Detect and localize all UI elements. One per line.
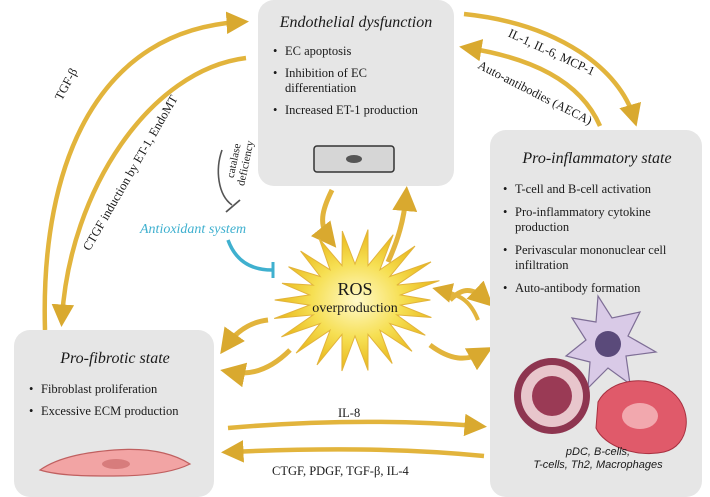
pro-inflammatory-box: Pro-inflammatory state T-cell and B-cell… <box>490 130 702 497</box>
catalase-inhibit-bar <box>225 199 241 213</box>
label-growth-factors: CTGF, PDGF, TGF-β, IL-4 <box>272 464 409 478</box>
list-item: Increased ET-1 production <box>272 103 440 118</box>
arrow-il8 <box>227 413 487 437</box>
list-item: EC apoptosis <box>272 44 440 59</box>
arrow-fibrotic-to-endothelial <box>42 11 249 331</box>
arrow-ros-to-inflammatory-lower <box>428 342 493 371</box>
fibrotic-list: Fibroblast proliferation Excessive ECM p… <box>28 382 202 419</box>
fibrotic-title: Pro-fibrotic state <box>60 350 170 367</box>
list-item: T-cell and B-cell activation <box>502 182 692 197</box>
inflammatory-title: Pro-inflammatory state <box>522 150 672 167</box>
arrow-inflammatory-to-ros <box>432 283 480 321</box>
ros-line-2: overproduction <box>312 301 398 316</box>
inflammatory-list: T-cell and B-cell activation Pro-inflamm… <box>502 182 692 296</box>
caption-line-2: T-cells, Th2, Macrophages <box>533 459 663 471</box>
pro-fibrotic-box: Pro-fibrotic state Fibroblast proliferat… <box>14 330 214 497</box>
arrow-ros-to-endothelial <box>385 186 418 264</box>
arrow-antioxidant-inhibit-ros <box>226 239 273 272</box>
ros-starburst <box>274 229 440 372</box>
ros-line-1: ROS <box>337 279 373 299</box>
arrow-growth-factors <box>221 440 485 463</box>
label-il8: IL-8 <box>338 406 361 420</box>
list-item: Inhibition of EC differentiation <box>272 66 440 96</box>
arrow-endothelial-to-ros <box>310 188 337 248</box>
immune-cells-caption: pDC, B-cells, T-cells, Th2, Macrophages <box>498 446 698 472</box>
caption-line-1: pDC, B-cells, <box>565 446 631 458</box>
arrow-endothelial-to-inflammatory <box>463 11 642 127</box>
endothelial-dysfunction-box: Endothelial dysfunction EC apoptosis Inh… <box>258 0 454 186</box>
list-item: Pro-inflammatory cytokine production <box>502 205 692 235</box>
list-item: Fibroblast proliferation <box>28 382 202 397</box>
endothelial-list: EC apoptosis Inhibition of EC differenti… <box>272 44 440 118</box>
arrow-inflammatory-to-endothelial <box>459 39 603 127</box>
list-item: Excessive ECM production <box>28 404 202 419</box>
arrow-ros-to-fibrotic-upper <box>220 317 269 355</box>
list-item: Perivascular mononuclear cell infiltrati… <box>502 243 692 273</box>
list-item: Auto-antibody formation <box>502 281 692 296</box>
catalase-inhibit-line <box>217 149 233 206</box>
ros-label: ROS overproduction <box>280 280 430 318</box>
endothelial-title: Endothelial dysfunction <box>279 14 433 31</box>
antioxidant-label: Antioxidant system <box>140 222 247 237</box>
arrow-ros-to-fibrotic-lower <box>220 348 292 388</box>
arrow-endothelial-to-fibrotic <box>51 55 247 327</box>
